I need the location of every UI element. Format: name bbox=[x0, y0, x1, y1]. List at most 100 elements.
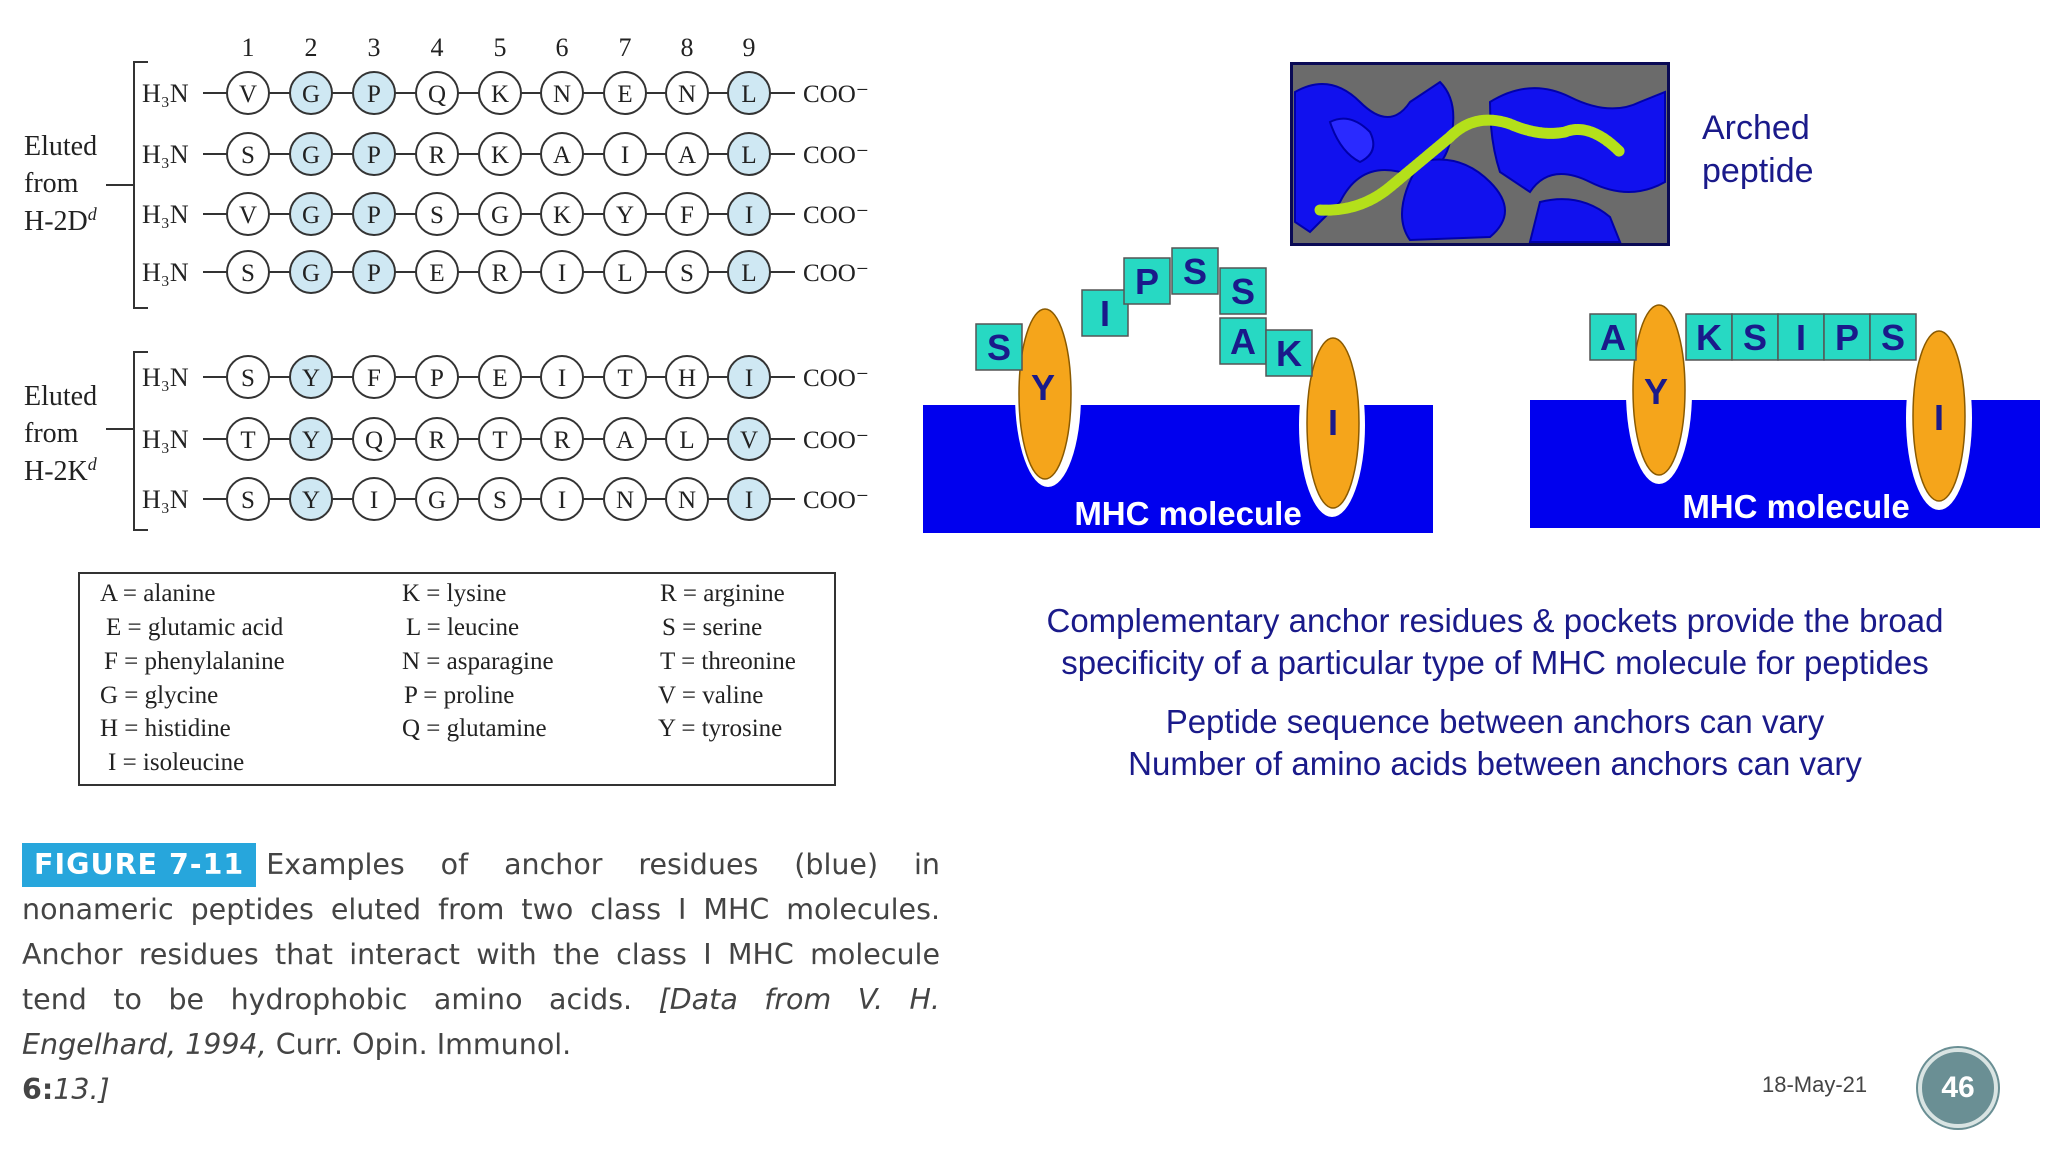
residue-letter: E bbox=[492, 365, 507, 392]
anchor-residue-circle bbox=[727, 417, 771, 461]
residue-circle bbox=[415, 250, 459, 294]
anchor-residue-left: Y bbox=[1644, 371, 1668, 412]
residue-letter: I bbox=[745, 202, 753, 229]
anchor-residue-circle bbox=[352, 71, 396, 115]
residue-circle bbox=[540, 132, 584, 176]
residue-circle bbox=[665, 250, 709, 294]
residue-circle bbox=[415, 477, 459, 521]
residue-letter: P bbox=[367, 260, 381, 287]
legend-item: G = glycine bbox=[100, 682, 219, 709]
residue-circle bbox=[665, 132, 709, 176]
slide-number: 46 bbox=[1918, 1048, 1998, 1128]
residue-circle bbox=[603, 477, 647, 521]
peptide-residue-box bbox=[1869, 313, 1917, 361]
explanation-line2: specificity of a particular type of MHC … bbox=[1061, 644, 1929, 681]
arched-peptide-image bbox=[1290, 62, 1670, 246]
slide-date: 18-May-21 bbox=[1762, 1072, 1868, 1097]
legend-item: P = proline bbox=[404, 682, 515, 709]
caption-text: Examples of anchor residues (blue) in no… bbox=[22, 848, 940, 1016]
legend-item: S = serine bbox=[662, 614, 763, 641]
position-number: 5 bbox=[494, 33, 507, 62]
residue-letter: L bbox=[741, 260, 756, 287]
legend-item: L = leucine bbox=[406, 614, 520, 641]
residue-circle bbox=[226, 477, 270, 521]
residue-letter: G bbox=[302, 81, 320, 108]
peptide-residue-box bbox=[1777, 313, 1825, 361]
residue-circle bbox=[226, 71, 270, 115]
residue-circle bbox=[415, 71, 459, 115]
residue-letter: Q bbox=[428, 81, 446, 108]
residue-letter: F bbox=[680, 202, 694, 229]
residue-letter: T bbox=[617, 365, 632, 392]
legend-item: R = arginine bbox=[660, 580, 785, 607]
residue-letter: P bbox=[367, 202, 381, 229]
residue-letter: T bbox=[240, 427, 255, 454]
c-terminus: COO⁻ bbox=[803, 202, 869, 229]
residue-letter: N bbox=[678, 81, 696, 108]
peptide-residue-letter: I bbox=[1100, 293, 1110, 334]
explanation-line4: Number of amino acids between anchors ca… bbox=[1128, 745, 1862, 782]
c-terminus: COO⁻ bbox=[803, 427, 869, 454]
c-terminus: COO⁻ bbox=[803, 260, 869, 287]
anchor-pocket-right bbox=[1912, 330, 1966, 502]
peptide-residue-letter: K bbox=[1696, 317, 1722, 358]
legend-item: T = threonine bbox=[660, 648, 796, 675]
residue-letter: P bbox=[367, 142, 381, 169]
peptide-residue-box bbox=[1823, 313, 1871, 361]
anchor-residue-circle bbox=[727, 192, 771, 236]
residue-circle bbox=[226, 355, 270, 399]
anchor-residue-circle bbox=[727, 132, 771, 176]
anchor-residue-circle bbox=[289, 477, 333, 521]
residue-letter: L bbox=[741, 142, 756, 169]
residue-circle bbox=[226, 132, 270, 176]
anchor-residue-circle bbox=[727, 250, 771, 294]
caption-pages: 13.] bbox=[53, 1073, 110, 1106]
residue-letter: I bbox=[558, 260, 566, 287]
residue-letter: Y bbox=[616, 202, 634, 229]
caption-journal: Curr. Opin. Immunol. bbox=[275, 1028, 572, 1061]
residue-letter: Y bbox=[302, 427, 320, 454]
residue-circle bbox=[540, 192, 584, 236]
anchor-residue-circle bbox=[352, 192, 396, 236]
figure-label: FIGURE 7-11 bbox=[22, 843, 257, 887]
residue-letter: G bbox=[428, 487, 446, 514]
c-terminus: COO⁻ bbox=[803, 487, 869, 514]
n-terminus: H₃N bbox=[142, 140, 189, 169]
n-terminus: H₃N bbox=[142, 425, 189, 454]
n-terminus: H₃N bbox=[142, 363, 189, 392]
residue-letter: A bbox=[616, 427, 634, 454]
peptide-residue-letter: A bbox=[1230, 321, 1256, 362]
residue-circle bbox=[665, 477, 709, 521]
residue-letter: I bbox=[558, 365, 566, 392]
residue-circle bbox=[665, 417, 709, 461]
peptide-residue-box bbox=[1081, 289, 1129, 337]
residue-letter: G bbox=[302, 142, 320, 169]
arched-label-line1: Arched bbox=[1702, 109, 1810, 147]
residue-letter: Q bbox=[365, 427, 383, 454]
residue-circle bbox=[665, 355, 709, 399]
residue-circle bbox=[478, 417, 522, 461]
position-number: 7 bbox=[619, 33, 632, 62]
anchor-residue-left: Y bbox=[1031, 367, 1055, 408]
c-terminus: COO⁻ bbox=[803, 142, 869, 169]
residue-letter: E bbox=[429, 260, 444, 287]
residue-circle bbox=[478, 477, 522, 521]
c-terminus: COO⁻ bbox=[803, 365, 869, 392]
residue-circle bbox=[415, 417, 459, 461]
anchor-residue-circle bbox=[727, 355, 771, 399]
anchor-residue-circle bbox=[352, 250, 396, 294]
residue-circle bbox=[603, 71, 647, 115]
residue-letter: P bbox=[367, 81, 381, 108]
residue-letter: S bbox=[241, 142, 255, 169]
position-number: 6 bbox=[556, 33, 569, 62]
residue-letter: K bbox=[491, 81, 509, 108]
residue-letter: G bbox=[302, 202, 320, 229]
anchor-residue-circle bbox=[289, 250, 333, 294]
peptide-residue-box bbox=[1123, 257, 1171, 305]
arched-peptide-label: Arched peptide bbox=[1702, 107, 1814, 193]
legend-item: N = asparagine bbox=[402, 648, 554, 675]
anchor-residue-circle bbox=[289, 71, 333, 115]
residue-circle bbox=[478, 192, 522, 236]
group-label: H-2Kd bbox=[24, 454, 98, 487]
